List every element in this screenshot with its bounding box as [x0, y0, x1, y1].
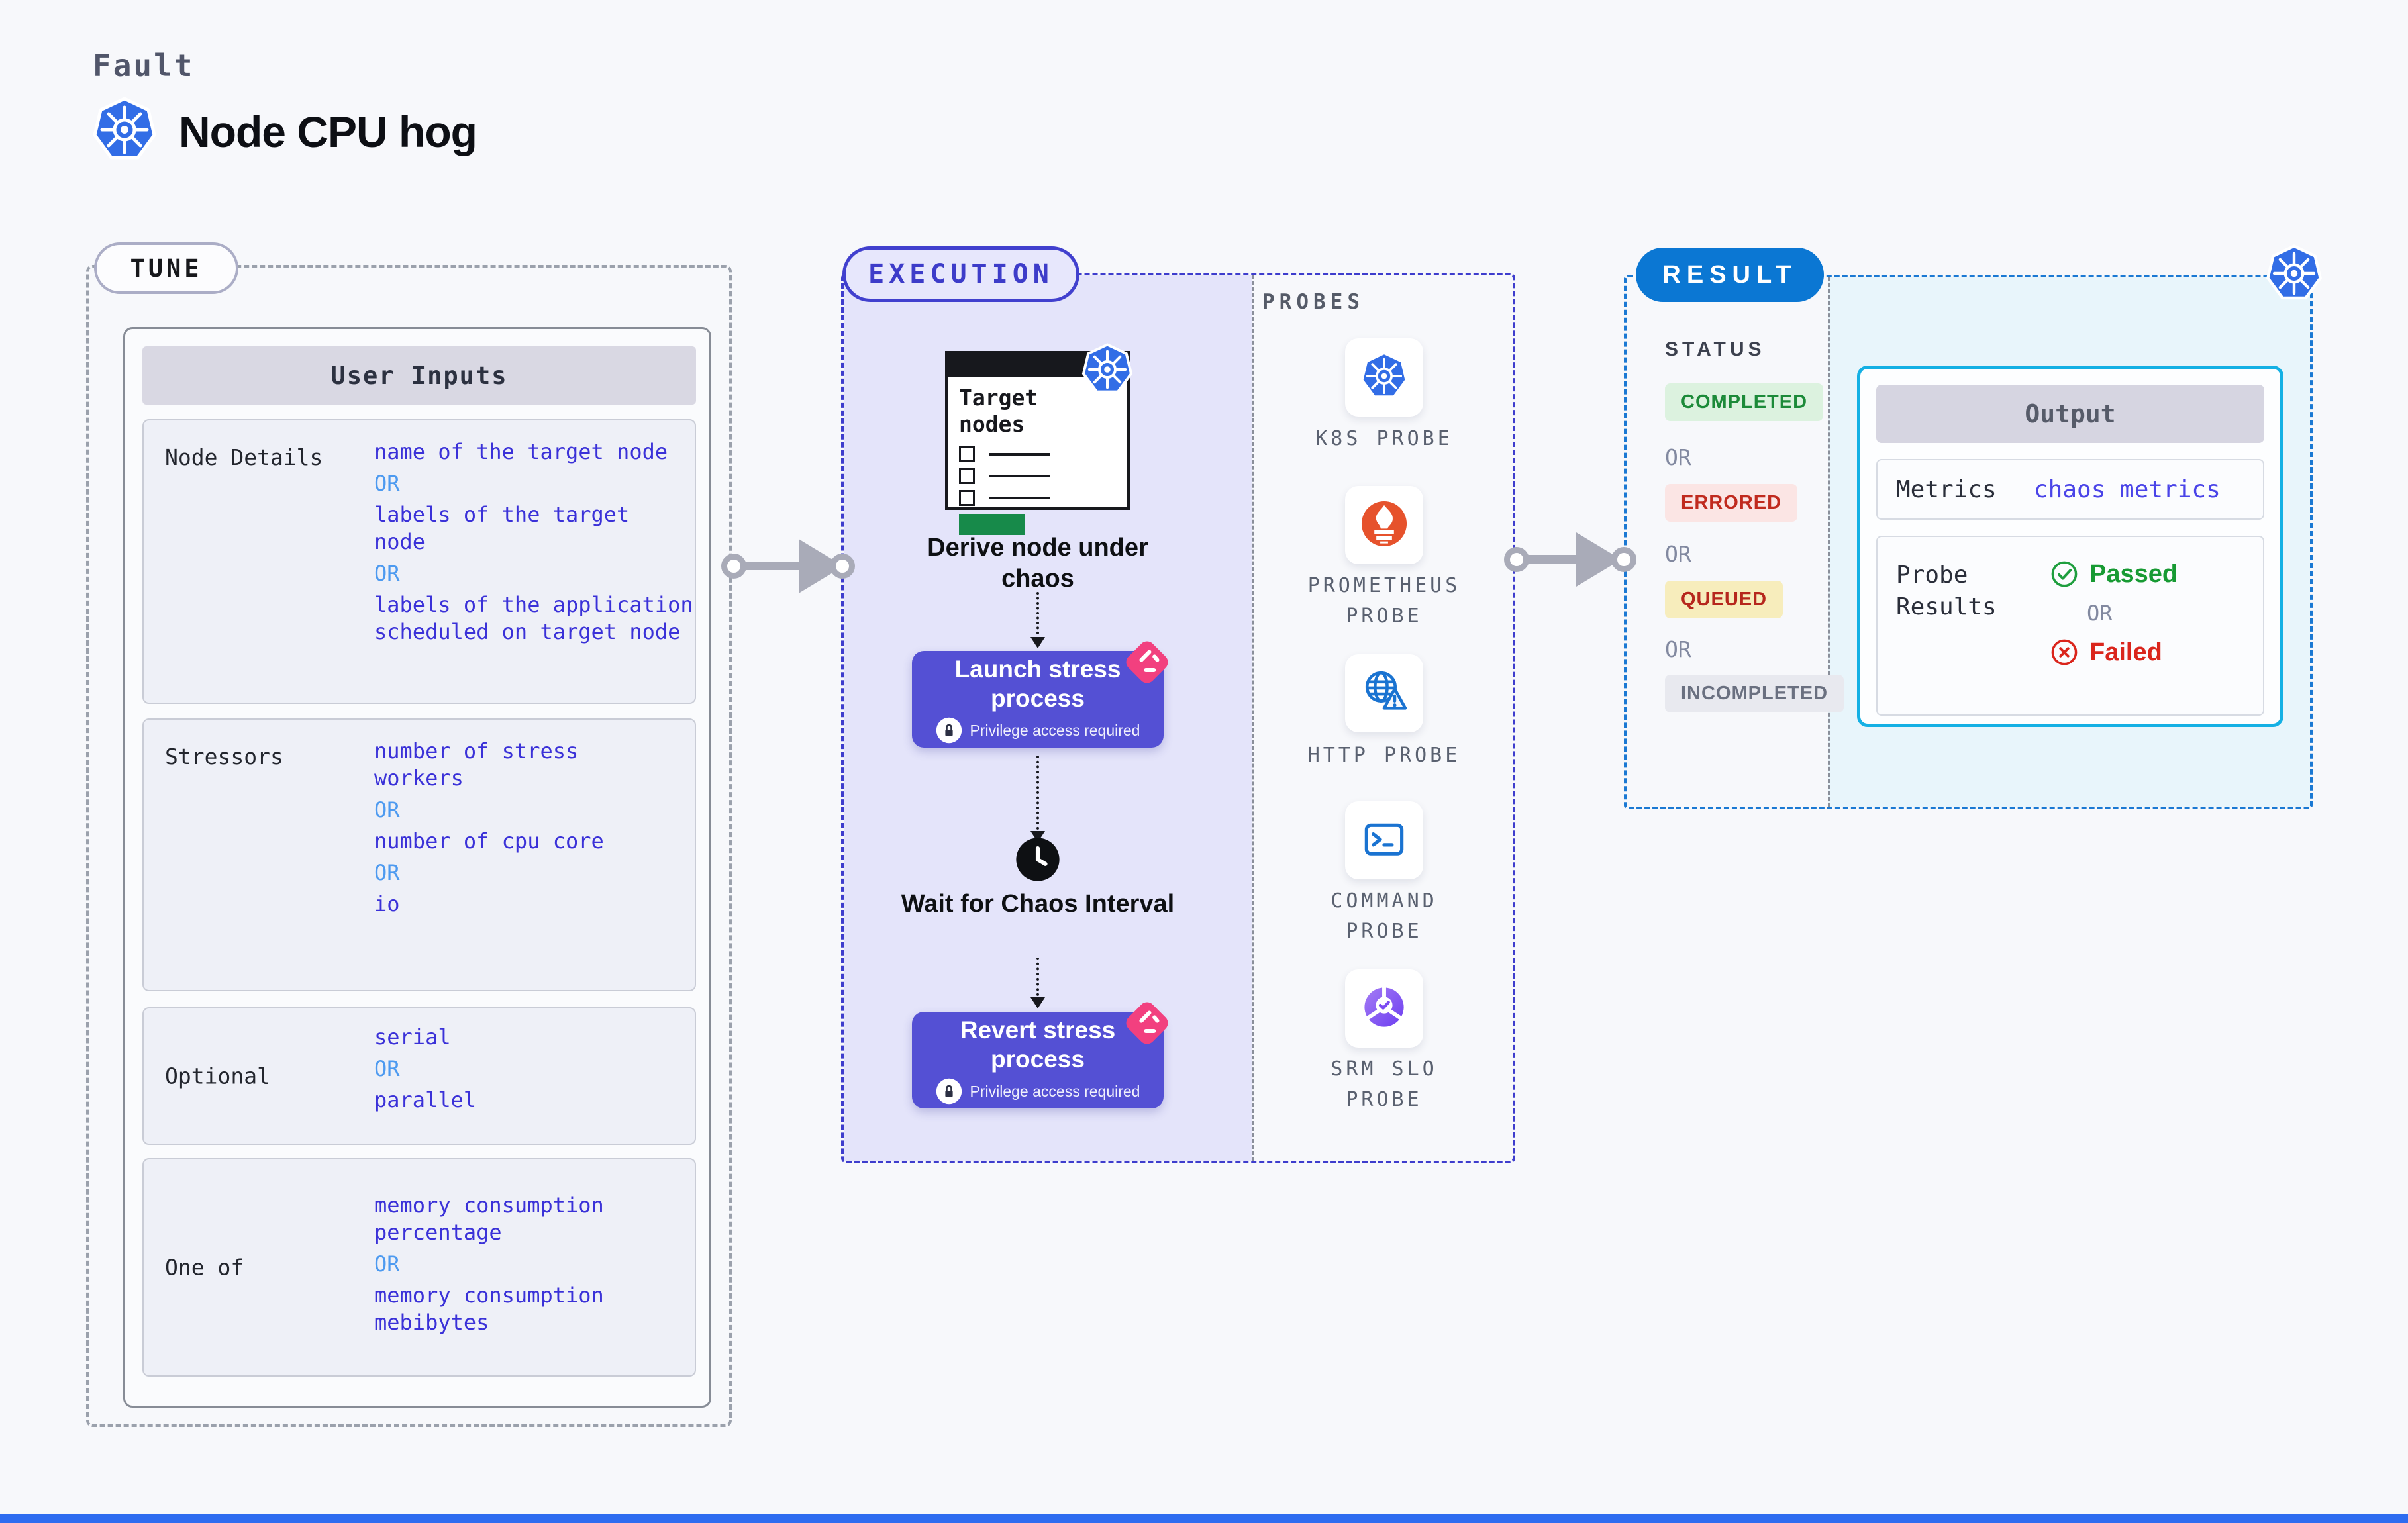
failed-label: Failed: [2089, 638, 2162, 666]
row-label: Node Details: [165, 444, 323, 470]
chaos-icon: [1119, 995, 1176, 1052]
tune-section: TUNE User Inputs Node Details name of th…: [86, 242, 732, 1427]
or-separator: OR: [374, 1252, 400, 1277]
result-section: RESULT STATUS COMPLETED OR ERRORED OR QU…: [1624, 275, 2313, 809]
row-value: number of cpu core: [374, 828, 604, 854]
kubernetes-icon: [2265, 244, 2323, 303]
check-circle-icon: [2050, 560, 2079, 589]
probe-label: HTTP PROBE: [1307, 744, 1461, 767]
kubernetes-icon: [1360, 351, 1409, 404]
status-badge-errored: ERRORED: [1665, 484, 1798, 522]
or-separator: OR: [374, 1056, 400, 1081]
row-label: Stressors: [165, 744, 283, 769]
row-value: labels of the application scheduled on t…: [374, 592, 693, 644]
x-circle-icon: [2050, 638, 2079, 667]
output-card: Output Metrics chaos metrics Probe Resul…: [1857, 366, 2283, 727]
metrics-label: Metrics: [1896, 475, 1997, 503]
bottom-accent-bar: [0, 1514, 2408, 1523]
chaos-icon: [1119, 634, 1176, 691]
wait-interval-caption: Wait for Chaos Interval: [901, 890, 1175, 918]
or-separator: OR: [374, 797, 400, 822]
row-value: name of the target node: [374, 439, 668, 464]
lock-icon: [936, 717, 962, 744]
probe-results-row: Probe Results Passed OR: [1876, 536, 2264, 716]
http-globe-icon: [1359, 667, 1409, 720]
probes-heading: PROBES: [1262, 290, 1364, 314]
step-title: Launch stress process: [954, 656, 1121, 712]
execution-probes-divider: [1252, 275, 1254, 1161]
clock-icon: [1015, 837, 1060, 882]
or-separator: OR: [1665, 541, 1691, 567]
probe-label: PROMETHEUS PROBE: [1307, 574, 1461, 628]
page-title: Node CPU hog: [179, 107, 477, 156]
command-terminal-icon: [1360, 814, 1409, 867]
metrics-value: chaos metrics: [2034, 475, 2221, 503]
row-value: memory consumption percentage: [374, 1193, 604, 1245]
flow-connector: [1036, 958, 1039, 996]
status-badge-queued: QUEUED: [1665, 581, 1783, 618]
kubernetes-icon: [1081, 343, 1134, 396]
probe-label: SRM SLO PROBE: [1330, 1057, 1438, 1111]
probe-card-srm-slo[interactable]: [1345, 969, 1423, 1048]
status-output-divider: [1828, 277, 1830, 807]
status-badge-completed: COMPLETED: [1665, 383, 1824, 421]
launch-stress-step[interactable]: Launch stress process Privilege access r…: [912, 641, 1168, 748]
table-row-optional: Optional serial OR parallel: [142, 1007, 696, 1145]
srm-slo-icon: [1360, 983, 1409, 1035]
execution-badge: EXECUTION: [842, 246, 1079, 302]
target-nodes-title: Target nodes: [959, 385, 1038, 437]
flow-connector: [1036, 592, 1039, 634]
or-separator: OR: [1665, 636, 1691, 662]
row-value: parallel: [374, 1087, 477, 1112]
or-separator: OR: [2087, 601, 2113, 626]
passed-label: Passed: [2089, 560, 2178, 588]
probe-card-prometheus[interactable]: [1345, 486, 1423, 564]
status-heading: STATUS: [1665, 338, 1766, 360]
revert-stress-step[interactable]: Revert stress process Privilege access r…: [912, 1002, 1168, 1108]
row-value: memory consumption mebibytes: [374, 1283, 604, 1335]
derive-node-caption: Derive node under chaos: [927, 534, 1148, 593]
metrics-row: Metrics chaos metrics: [1876, 459, 2264, 520]
status-badge-incompleted: INCOMPLETED: [1665, 675, 1844, 712]
probe-card-k8s[interactable]: [1345, 338, 1423, 417]
node-checkbox-row: [959, 468, 1127, 484]
probe-results-label: Probe Results: [1896, 562, 1997, 620]
row-label: Optional: [165, 1063, 270, 1089]
flow-connector: [1036, 756, 1039, 830]
row-label: One of: [165, 1254, 244, 1281]
step-title: Revert stress process: [960, 1016, 1116, 1073]
probe-label: COMMAND PROBE: [1330, 889, 1438, 943]
table-row-one-of: One of memory consumption percentage OR …: [142, 1158, 696, 1377]
probe-label: K8S PROBE: [1315, 427, 1453, 450]
probe-card-http[interactable]: [1345, 654, 1423, 732]
or-separator: OR: [1665, 444, 1691, 470]
tune-badge: TUNE: [94, 242, 238, 294]
fault-kicker: Fault: [93, 48, 195, 83]
row-value: serial: [374, 1024, 451, 1050]
or-separator: OR: [374, 471, 400, 496]
table-row-node-details: Node Details name of the target node OR …: [142, 419, 696, 704]
green-action-button: [959, 514, 1025, 535]
user-inputs-table: User Inputs Node Details name of the tar…: [123, 327, 711, 1408]
row-value: io: [374, 891, 400, 916]
probe-card-command[interactable]: [1345, 801, 1423, 879]
result-badge: RESULT: [1636, 248, 1824, 302]
execution-section: EXECUTION Target nodes Derive node under…: [841, 246, 1515, 1163]
row-value: number of stress workers: [374, 738, 579, 791]
node-checkbox-row: [959, 446, 1127, 462]
output-header: Output: [1876, 385, 2264, 443]
prometheus-icon: [1360, 499, 1409, 552]
or-separator: OR: [374, 561, 400, 586]
privilege-note: Privilege access required: [970, 1082, 1140, 1100]
lock-icon: [936, 1078, 962, 1105]
or-separator: OR: [374, 860, 400, 885]
flow-connector-arrowhead: [1030, 997, 1045, 1008]
row-value: labels of the target node: [374, 502, 630, 554]
flow-connector-arrowhead: [1030, 637, 1045, 648]
node-checkbox-row: [959, 490, 1127, 506]
kubernetes-icon: [91, 97, 158, 163]
table-row-stressors: Stressors number of stress workers OR nu…: [142, 718, 696, 991]
privilege-note: Privilege access required: [970, 721, 1140, 739]
user-inputs-header: User Inputs: [142, 346, 696, 405]
